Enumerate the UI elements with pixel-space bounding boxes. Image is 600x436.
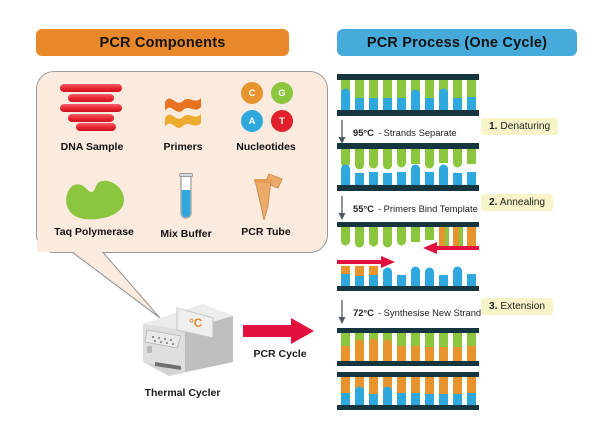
- down-arrow-icon: [338, 300, 346, 324]
- component-label: Primers: [163, 141, 203, 153]
- step-note-annealing: 55°C - Primers Bind Template: [337, 196, 478, 220]
- nucleotide-t: T: [271, 110, 293, 132]
- step-name: Denaturing: [500, 121, 551, 132]
- down-arrow-icon: [338, 120, 346, 144]
- nucleotide-c: C: [241, 82, 263, 104]
- step-number: 3.: [489, 301, 498, 312]
- step-description: - Primers Bind Template: [377, 202, 478, 214]
- template-bottom-teeth: [341, 266, 476, 286]
- component-pcr-tube: PCR Tube: [232, 172, 300, 238]
- thermal-cycler-label: Thermal Cycler: [144, 387, 221, 399]
- template-top-teeth: [341, 227, 434, 248]
- step-note-denaturing: 95°C - Strands Separate: [337, 120, 457, 144]
- step-name: Extension: [500, 301, 546, 312]
- dna-helix-icon: [60, 82, 124, 132]
- nucleotide-circles-icon: C G A T: [235, 82, 297, 134]
- component-primers: Primers: [152, 88, 214, 153]
- step-number: 2.: [489, 197, 498, 208]
- component-mix-buffer: Mix Buffer: [155, 172, 217, 240]
- dna-product-two: [337, 372, 479, 415]
- component-nucleotides: C G A T Nucleotides: [228, 82, 304, 153]
- dna-product-one: [337, 328, 479, 371]
- step-badge-extension: 3. Extension: [481, 298, 554, 315]
- top-strand-teeth: [341, 149, 476, 170]
- test-tube-icon: [173, 172, 199, 222]
- component-taq-polymerase: Taq Polymerase: [52, 178, 136, 238]
- nucleotide-g: G: [271, 82, 293, 104]
- component-label: PCR Tube: [241, 226, 291, 238]
- step-description: - Synthesise New Strand: [377, 306, 482, 318]
- pcr-cycle-label: PCR Cycle: [253, 348, 307, 360]
- component-label: Mix Buffer: [160, 228, 212, 240]
- panel-title-process: PCR Process (One Cycle): [337, 29, 577, 56]
- step-badge-denaturing: 1. Denaturing: [481, 118, 559, 135]
- pcr-tube-icon: [247, 172, 285, 222]
- thermal-cycler-icon: °C: [125, 300, 237, 380]
- dna-double-strand-intact: [337, 74, 479, 121]
- nucleotide-a: A: [241, 110, 263, 132]
- primer-squiggle-icon: [162, 88, 204, 132]
- component-label: Taq Polymerase: [54, 226, 134, 238]
- step-badge-annealing: 2. Annealing: [481, 194, 554, 211]
- step-name: Annealing: [499, 197, 546, 208]
- polymerase-arrow-right: [381, 256, 395, 268]
- step-temperature: 55°C: [353, 202, 374, 214]
- dna-extension-state: [337, 222, 479, 297]
- step-number: 1.: [489, 121, 498, 132]
- component-label: Nucleotides: [236, 141, 296, 153]
- dna-strands-separated: [337, 143, 479, 196]
- new-strand-top: [439, 227, 476, 246]
- pcr-cycle-arrow-icon: [243, 317, 315, 345]
- step-note-extension: 72°C - Synthesise New Strand: [337, 300, 481, 324]
- cycler-display-text: °C: [189, 316, 203, 330]
- panel-title-components: PCR Components: [36, 29, 289, 56]
- dna-rungs: [341, 80, 476, 110]
- step-temperature: 95°C: [353, 126, 374, 138]
- bottom-strand-teeth: [341, 164, 476, 185]
- polymerase-arrow-left: [423, 242, 437, 254]
- component-label: DNA Sample: [60, 141, 124, 153]
- step-description: - Strands Separate: [377, 126, 457, 138]
- component-dna-sample: DNA Sample: [56, 82, 128, 153]
- step-temperature: 72°C: [353, 306, 374, 318]
- down-arrow-icon: [338, 196, 346, 220]
- enzyme-blob-icon: [62, 178, 126, 220]
